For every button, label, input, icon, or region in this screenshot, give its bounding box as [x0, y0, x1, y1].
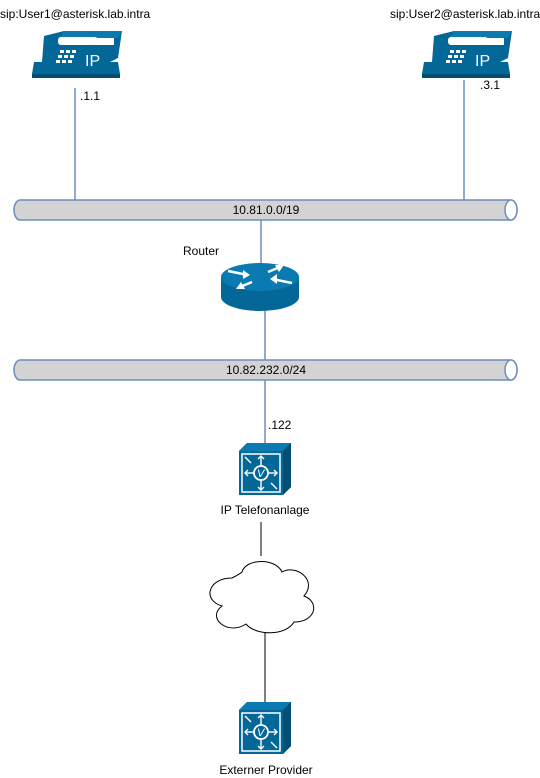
cloud-icon — [209, 561, 315, 634]
router-node[interactable]: Router — [183, 244, 299, 311]
ip-phone-icon — [32, 31, 122, 78]
router-icon — [221, 263, 299, 311]
phone-label-1: sip:User1@asterisk.lab.intra — [0, 7, 151, 21]
phone-label-2: sip:User2@asterisk.lab.intra — [390, 7, 540, 21]
router-label: Router — [183, 244, 219, 258]
phone-address-2: .3.1 — [480, 78, 500, 92]
network-label-1: 10.81.0.0/19 — [233, 203, 300, 217]
ip-phone-icon — [422, 31, 512, 78]
pbx-label: IP Telefonanlage — [221, 503, 310, 517]
pbx-address: .122 — [268, 418, 292, 432]
pbx-icon — [238, 701, 292, 755]
network-label-2: 10.82.232.0/24 — [226, 363, 306, 377]
cloud-node[interactable] — [209, 561, 315, 634]
provider-node[interactable]: Externer Provider — [219, 701, 313, 777]
pbx-icon — [238, 442, 292, 496]
network-bus-1[interactable]: 10.81.0.0/19 — [13, 199, 518, 221]
network-bus-2[interactable]: 10.82.232.0/24 — [13, 359, 518, 381]
phone-node-1[interactable]: sip:User1@asterisk.lab.intra .1.1 — [0, 7, 151, 103]
phone-address-1: .1.1 — [80, 89, 100, 103]
phone-node-2[interactable]: sip:User2@asterisk.lab.intra .3.1 — [390, 7, 540, 92]
pbx-node[interactable]: .122 IP Telefonanlage — [221, 418, 310, 517]
provider-label: Externer Provider — [219, 763, 312, 777]
connection-lines — [74, 80, 465, 702]
